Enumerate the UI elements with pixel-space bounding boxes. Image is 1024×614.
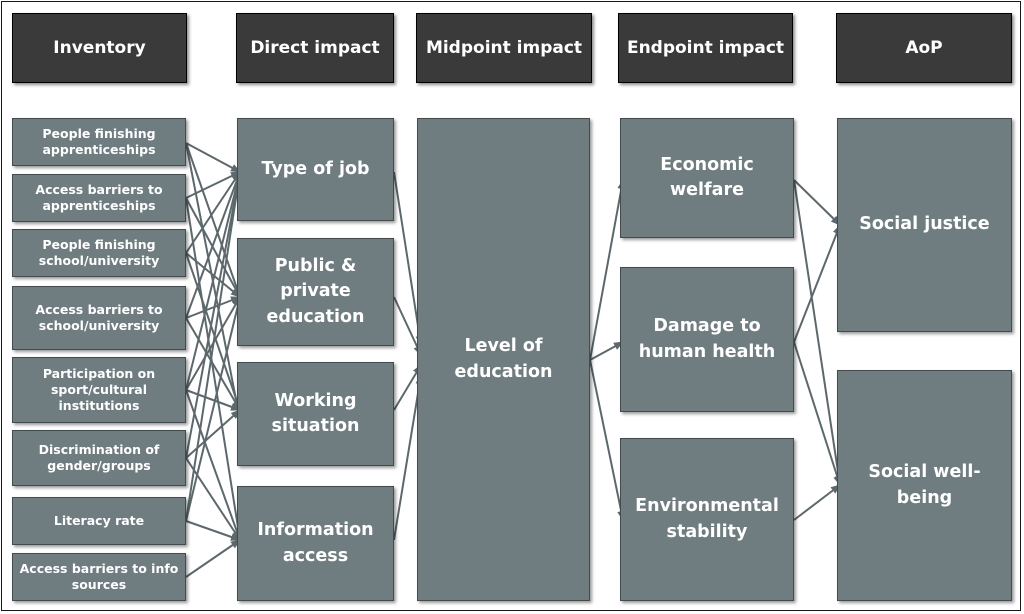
header-aop: AoP bbox=[836, 13, 1012, 83]
inventory-access-barriers-info: Access barriers to info sources bbox=[12, 553, 186, 601]
direct-public-private-education: Public & private education bbox=[237, 238, 394, 346]
aop-social-justice: Social justice bbox=[837, 118, 1012, 332]
inventory-literacy-rate: Literacy rate bbox=[12, 497, 186, 545]
inventory-people-finishing-school: People finishing school/university bbox=[12, 229, 186, 277]
header-inventory: Inventory bbox=[12, 13, 187, 83]
direct-information-access: Information access bbox=[237, 486, 394, 601]
header-endpoint-impact: Endpoint impact bbox=[618, 13, 793, 83]
endpoint-damage-human-health: Damage to human health bbox=[620, 267, 794, 412]
aop-social-well-being: Social well-being bbox=[837, 370, 1012, 601]
endpoint-environmental-stability: Environmental stability bbox=[620, 438, 794, 601]
inventory-access-barriers-school: Access barriers to school/university bbox=[12, 286, 186, 350]
header-direct-impact: Direct impact bbox=[236, 13, 394, 83]
inventory-access-barriers-apprenticeships: Access barriers to apprenticeships bbox=[12, 174, 186, 222]
inventory-discrimination-gender-groups: Discrimination of gender/groups bbox=[12, 430, 186, 486]
direct-working-situation: Working situation bbox=[237, 362, 394, 466]
inventory-people-finishing-apprenticeships: People finishing apprenticeships bbox=[12, 118, 186, 166]
direct-type-of-job: Type of job bbox=[237, 118, 394, 221]
endpoint-economic-welfare: Economic welfare bbox=[620, 118, 794, 238]
inventory-participation-sport-cultural: Participation on sport/cultural institut… bbox=[12, 357, 186, 423]
midpoint-level-of-education: Level of education bbox=[417, 118, 590, 601]
header-midpoint-impact: Midpoint impact bbox=[416, 13, 592, 83]
